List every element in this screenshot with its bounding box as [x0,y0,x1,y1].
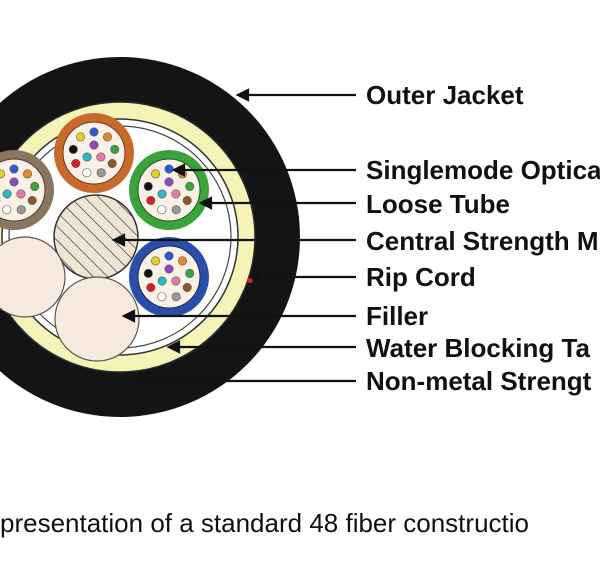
arrowhead-icon [247,270,262,284]
optical-fiber [9,164,19,174]
loose-tube-green [129,150,209,230]
optical-fiber [157,276,167,286]
optical-fiber [151,256,161,266]
optical-fiber [171,292,181,302]
label-filler: Filler [366,301,428,331]
optical-fiber [110,144,120,154]
optical-fiber [22,169,32,179]
optical-fiber [2,205,12,215]
optical-fiber [157,292,167,302]
optical-fiber [157,189,167,199]
label-singlemode-fiber: Singlemode Optica [366,155,600,185]
optical-fiber [96,168,106,178]
optical-fiber [30,181,40,191]
optical-fiber [107,159,117,169]
optical-fiber [143,181,153,191]
optical-fiber [71,159,81,169]
optical-fiber [2,189,12,199]
arrowhead-icon [235,88,250,102]
figure-caption: presentation of a standard 48 fiber cons… [0,508,529,538]
optical-fiber [171,276,181,286]
label-non-metal-strength: Non-metal Strengt [366,366,592,396]
optical-fiber [82,168,92,178]
optical-fiber [143,268,153,278]
label-loose-tube: Loose Tube [366,189,510,219]
loose-tube-blue [129,237,209,317]
optical-fiber [16,189,26,199]
central-strength-member [53,194,139,280]
arrowhead-icon [111,233,126,247]
optical-fiber [164,264,174,274]
optical-fiber [185,181,195,191]
optical-fiber [96,152,106,162]
optical-fiber [89,127,99,137]
optical-fiber [151,169,161,179]
optical-fiber [146,196,156,206]
arrowhead-icon [171,163,186,177]
optical-fiber [178,256,188,266]
optical-fiber [182,196,192,206]
optical-fiber [76,132,86,142]
optical-fiber [164,164,174,174]
label-central-strength-member: Central Strength M [366,226,599,256]
cable-body [0,57,300,417]
leader-lines [111,88,356,388]
callout-labels: Outer Jacket Singlemode Optica Loose Tub… [366,80,600,396]
optical-fiber [171,205,181,215]
filler-bottom [54,276,140,362]
optical-fiber [68,144,78,154]
loose-tube-orange [54,113,134,193]
label-rip-cord: Rip Cord [366,262,476,292]
arrowhead-icon [121,309,136,323]
optical-fiber [9,177,19,187]
optical-fiber [103,132,113,142]
optical-fiber [27,196,37,206]
optical-fiber [164,251,174,261]
label-outer-jacket: Outer Jacket [366,80,524,110]
optical-fiber [16,205,26,215]
optical-fiber [171,189,181,199]
arrowhead-icon [132,374,147,388]
optical-fiber [146,282,156,292]
loose-tube-brown [0,150,54,230]
arrowhead-icon [198,196,213,210]
optical-fiber [185,268,195,278]
optical-fiber [89,140,99,150]
optical-fiber [82,152,92,162]
optical-fiber [182,282,192,292]
filler-left [0,236,66,318]
optical-fiber [164,177,174,187]
optical-fiber [0,169,5,179]
optical-fiber [157,205,167,215]
arrowhead-icon [166,340,181,354]
label-water-blocking-tape: Water Blocking Ta [366,333,590,363]
